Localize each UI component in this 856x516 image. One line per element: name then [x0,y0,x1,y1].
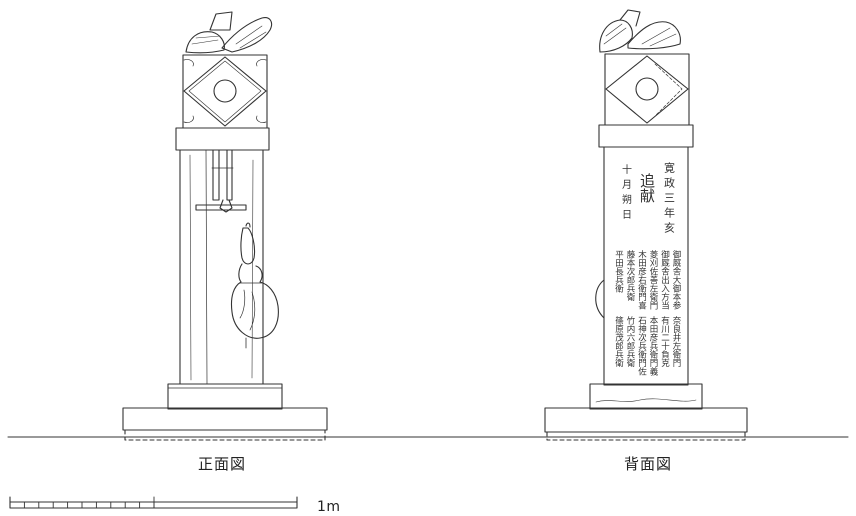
front-cap-band [175,127,270,151]
inscription-era: 寛政三年亥 [663,161,676,237]
inscription-donor-column: 御厩舎大御本参 [671,249,681,310]
scale-bar-frame [9,496,298,509]
back-light-window [635,77,659,101]
back-base-buried-outline [546,431,746,441]
scale-label: 1m [317,499,341,515]
inscription-big: 追献 [638,173,656,204]
inscription-donor-column: 本田彦兵衛門義 [648,315,658,375]
inscription-donor-column: 平田長兵衛 [614,250,624,293]
inscription-donor-column: 竹内六郎兵衛 [625,315,635,368]
front-diamond-panel [183,56,267,127]
front-iron-bracket [195,149,247,213]
inscription-donor-column: 有川二十負克 [660,315,670,368]
inscription-donor-columns: 御厩舎大御本参御厩舎出入方当菱刈佐善左衛門木田彦右衛門喜藤本次郎兵衛平田長兵衛奈… [614,249,682,376]
inscription-donor-column: 奈良井左衛門 [671,315,681,368]
front-pillar [179,149,264,385]
inscription-donor-column: 石神次兵衛門佐 [637,316,647,376]
front-top-ornament [185,11,273,54]
inscription-donor-column: 木田彦右衛門喜 [637,249,647,310]
back-plinth [589,383,703,410]
back-diamond-panel [605,55,689,124]
front-fire-box [182,54,268,129]
back-cap-band [598,124,694,148]
front-base-buried-outline [124,429,326,441]
back-view-lantern: 追献 寛政三年亥 十月朔日 御厩舎大御本参御厩舎出入方当菱刈佐善左衛門木田彦右衛… [544,9,748,441]
front-base-slab [122,407,328,431]
back-fire-box [604,53,690,126]
back-gourd-edge [595,279,605,319]
inscription-donor-column: 菱刈佐善左衛門 [648,249,658,310]
back-view-label: 背面図 [624,455,673,473]
back-top-ornament [599,9,681,53]
front-view-lantern [122,11,328,441]
front-light-window [213,79,237,103]
inscription-donor-column: 藤本次郎兵衛 [625,249,635,301]
inscription-donor-column: 篠原茂郎兵衛 [614,315,624,368]
front-gourd-ornament [230,222,279,349]
inscription-donor-column: 御厩舎出入方当 [660,249,670,310]
scale-bar [9,496,298,509]
back-inscription: 追献 寛政三年亥 十月朔日 御厩舎大御本参御厩舎出入方当菱刈佐善左衛門木田彦右衛… [614,161,682,377]
back-base-slab [544,407,748,433]
inscription-date: 十月朔日 [620,163,632,224]
front-view-label: 正面図 [198,455,247,473]
